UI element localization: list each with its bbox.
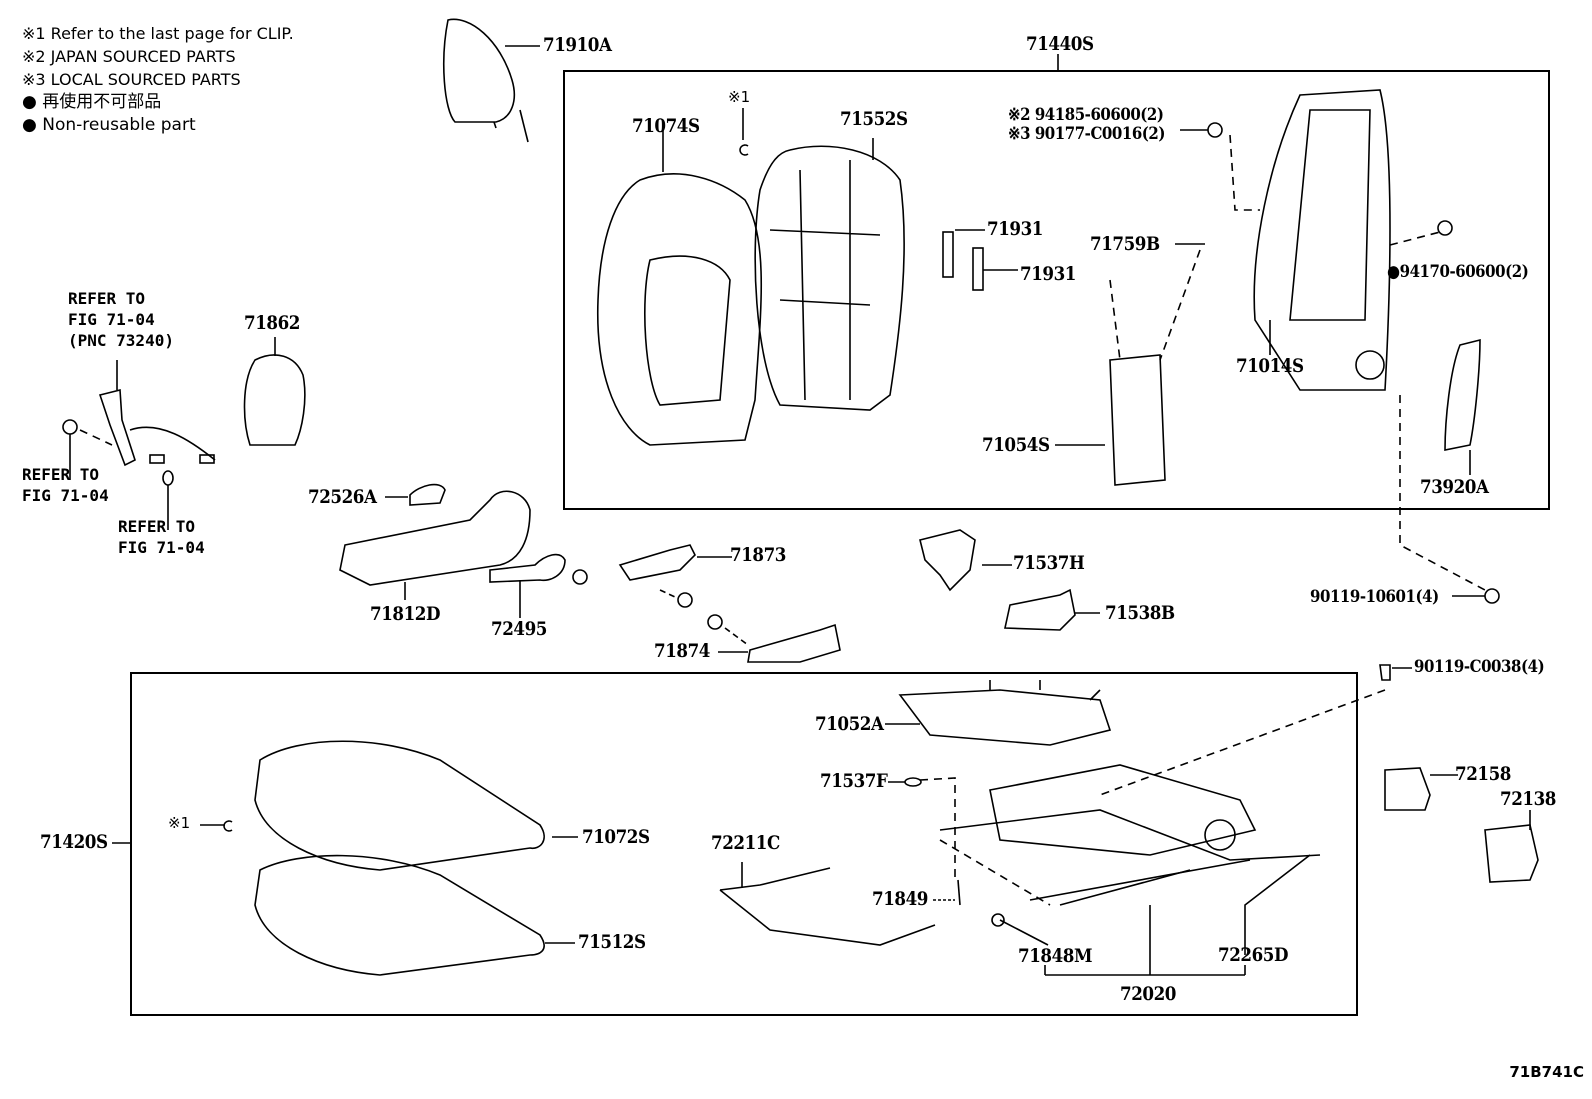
group-label-71440s[interactable]: 71440S: [1026, 33, 1094, 55]
cover-72158-drawing: [1384, 767, 1431, 811]
inner-cover-71874-drawing: [747, 623, 841, 663]
part-label-73920a[interactable]: 73920A: [1420, 476, 1489, 498]
legend-local-sourced: ※3 LOCAL SOURCED PARTS: [22, 70, 241, 89]
back-board-drawing: [243, 354, 306, 446]
box-left-edge: [130, 672, 132, 1016]
part-label-71931-b[interactable]: 71931: [1020, 263, 1076, 285]
part-label-71759b[interactable]: 71759B: [1090, 233, 1160, 255]
ref-fig-71-04-pnc-73240[interactable]: REFER TO FIG 71-04 (PNC 73240): [68, 289, 174, 350]
part-label-94185-60600[interactable]: ※2 94185-60600(2): [1008, 105, 1164, 125]
part-label-71052a[interactable]: 71052A: [815, 713, 884, 735]
part-label-71054s[interactable]: 71054S: [982, 434, 1050, 456]
cover-72138-drawing: [1484, 824, 1539, 883]
lumbar-support-drawing: [1109, 354, 1166, 486]
legend-nonreusable-en: ● Non-reusable part: [22, 115, 196, 135]
legend: ※1 Refer to the last page for CLIP. ※2 J…: [22, 22, 294, 137]
part-label-72138[interactable]: 72138: [1500, 788, 1556, 810]
legend-nonreusable-jp: ● 再使用不可部品: [22, 92, 162, 112]
part-label-71873[interactable]: 71873: [730, 544, 786, 566]
headrest-drawing: [442, 18, 516, 123]
part-label-71848m[interactable]: 71848M: [1018, 945, 1093, 967]
seat-frame-drawing: [989, 764, 1257, 856]
nonreusable-bullet-icon: ●: [1387, 262, 1400, 282]
part-label-71538b[interactable]: 71538B: [1105, 602, 1175, 624]
part-label-71849[interactable]: 71849: [872, 888, 928, 910]
part-label-71512s[interactable]: 71512S: [578, 931, 646, 953]
part-label-71072s[interactable]: 71072S: [582, 826, 650, 848]
shield-drawing: [339, 490, 531, 586]
part-label-71074s[interactable]: 71074S: [632, 115, 700, 137]
protector-71537h-drawing: [919, 529, 976, 592]
inner-cover-71873-drawing: [618, 544, 696, 581]
clip-note-marker-cushion: ※1: [168, 814, 191, 832]
cushion-cover-drawing: [254, 740, 545, 871]
group-label-71420s[interactable]: 71420S: [40, 831, 108, 853]
part-label-72158[interactable]: 72158: [1455, 763, 1511, 785]
cushion-pad-drawing: [254, 854, 545, 976]
part-label-72265d[interactable]: 72265D: [1218, 944, 1289, 966]
part-label-71910a[interactable]: 71910A: [543, 34, 612, 56]
seatback-frame-drawing: [1253, 89, 1391, 391]
part-label-71931-a[interactable]: 71931: [987, 218, 1043, 240]
ref-fig-71-04-left[interactable]: REFER TO FIG 71-04: [22, 465, 109, 505]
part-label-72495[interactable]: 72495: [491, 618, 547, 640]
seat-belt-buckle-drawing: [98, 388, 136, 467]
part-label-90177-c0016[interactable]: ※3 90177-C0016(2): [1008, 124, 1166, 144]
protector-71538b-drawing: [1004, 588, 1076, 631]
part-label-71537f[interactable]: 71537F: [820, 770, 888, 792]
clip-note-marker-top: ※1: [728, 88, 751, 106]
seatback-pad-drawing: [754, 145, 905, 411]
lever-drawing: [489, 553, 566, 583]
legend-japan-sourced: ※2 JAPAN SOURCED PARTS: [22, 47, 236, 66]
part-label-71537h[interactable]: 71537H: [1013, 552, 1085, 574]
part-label-94170-60600[interactable]: ●94170-60600(2): [1387, 262, 1529, 282]
side-cover-drawing: [1444, 338, 1481, 451]
part-label-71552s[interactable]: 71552S: [840, 108, 908, 130]
part-number: 94170-60600(2): [1399, 262, 1529, 282]
part-label-72211c[interactable]: 72211C: [711, 832, 780, 854]
seatback-cover-drawing: [596, 173, 763, 446]
part-label-71862[interactable]: 71862: [244, 312, 300, 334]
part-label-72526a[interactable]: 72526A: [308, 486, 377, 508]
ref-fig-71-04-bottom[interactable]: REFER TO FIG 71-04: [118, 517, 205, 557]
part-label-71014s[interactable]: 71014S: [1236, 355, 1304, 377]
cushion-spring-drawing: [898, 689, 1112, 746]
part-label-72020[interactable]: 72020: [1120, 983, 1176, 1005]
part-label-90119-10601[interactable]: 90119-10601(4): [1310, 587, 1439, 607]
release-handle-drawing: [719, 867, 936, 946]
legend-clip-note: ※1 Refer to the last page for CLIP.: [22, 24, 294, 43]
part-label-71874[interactable]: 71874: [654, 640, 710, 662]
part-label-71812d[interactable]: 71812D: [370, 603, 441, 625]
headrest-support-drawing: [942, 231, 954, 278]
figure-id: 71B741C: [1509, 1063, 1584, 1081]
seatback-assembly-group-box: [563, 70, 1550, 510]
part-label-90119-c0038[interactable]: 90119-C0038(4): [1414, 657, 1545, 677]
knob-drawing: [409, 483, 446, 506]
